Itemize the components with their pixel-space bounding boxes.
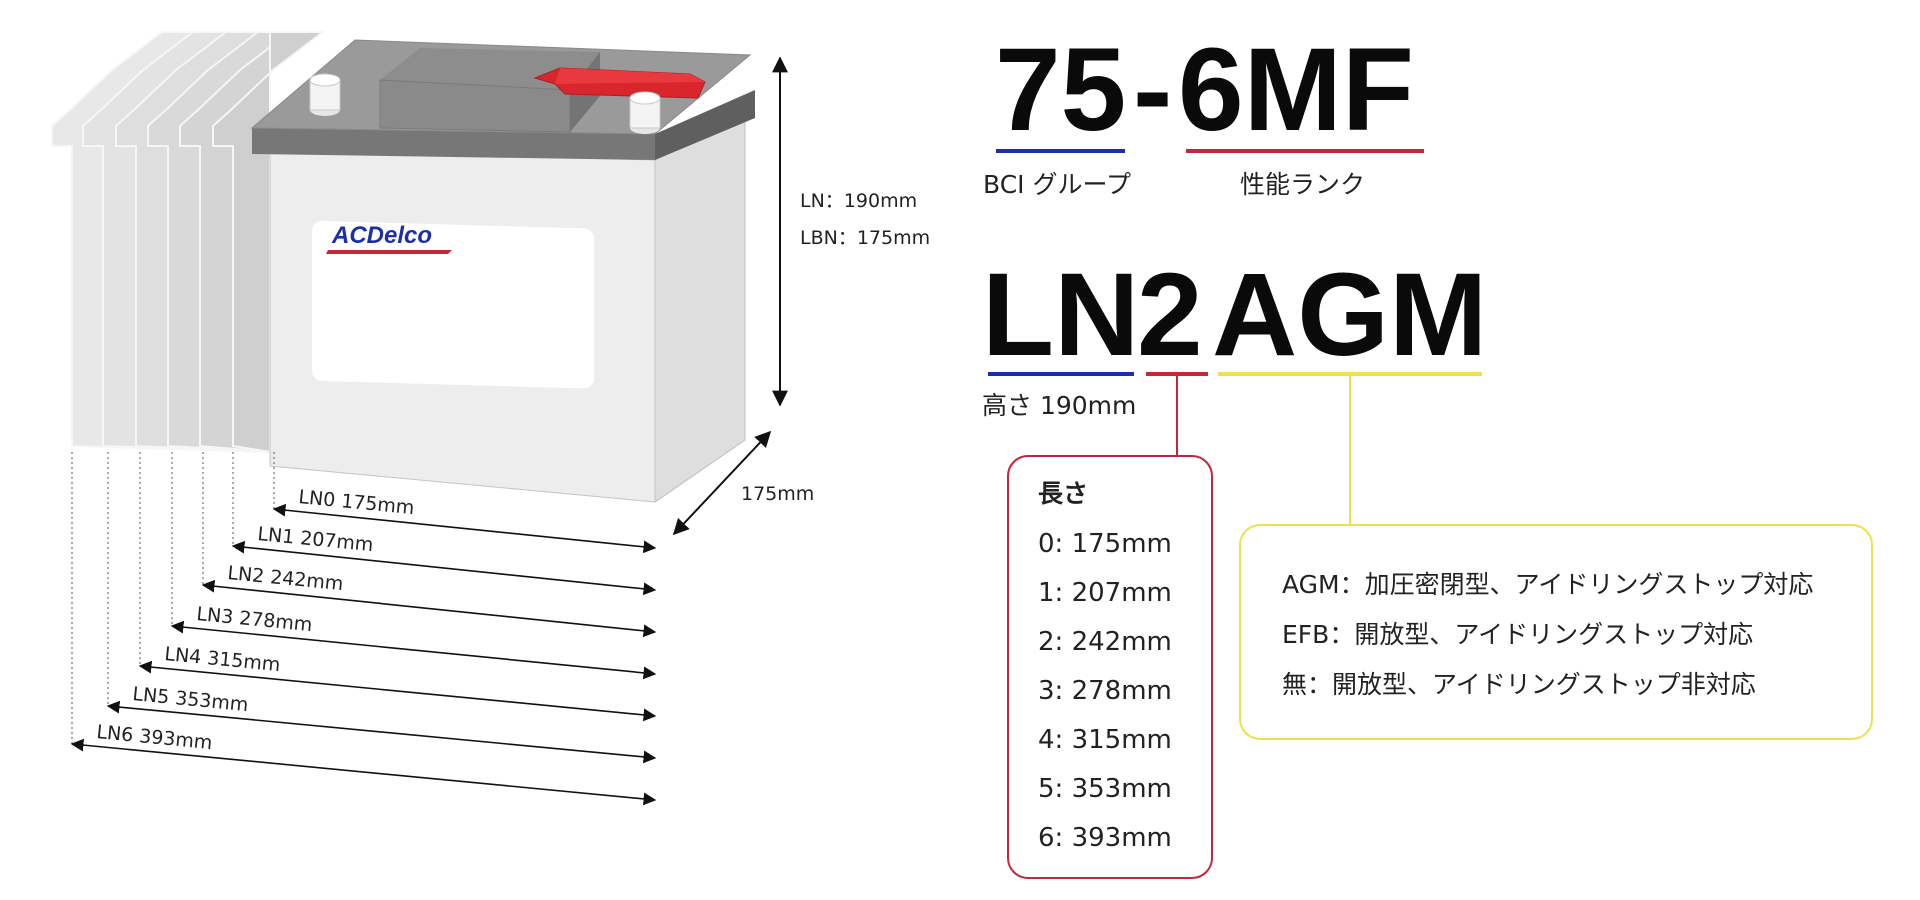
width-label: 175mm xyxy=(741,483,814,505)
height-label-lbn: LBN：175mm xyxy=(800,227,930,249)
type-box xyxy=(1239,524,1873,740)
bci-group-label: BCI グループ xyxy=(983,170,1131,199)
code-ln2agm: LN 2 AGM 高さ 190mm 長さ 0: 175mm 1: 207mm 2: … xyxy=(982,249,1873,879)
length-arrow xyxy=(70,738,657,806)
length-item: 0: 175mm xyxy=(1038,529,1172,559)
length-box xyxy=(1007,455,1213,879)
performance-rank-label: 性能ランク xyxy=(1240,170,1365,199)
length-item: 3: 278mm xyxy=(1038,676,1172,706)
type-item: 無：開放型、アイドリングストップ非対応 xyxy=(1282,670,1756,699)
code1-underline-red xyxy=(1186,149,1424,153)
code1-underline-blue xyxy=(996,149,1125,153)
length-item: 1: 207mm xyxy=(1038,578,1172,608)
length-label-ln3: LN3 278mm xyxy=(196,603,314,636)
length-label-ln4: LN4 315mm xyxy=(164,643,282,676)
code-75-6mf: 75 - 6MF BCI グループ 性能ランク xyxy=(983,24,1424,199)
length-label-ln6: LN6 393mm xyxy=(96,721,214,754)
type-box-items: AGM：加圧密閉型、アイドリングストップ対応 EFB：開放型、アイドリングストップ… xyxy=(1282,570,1813,699)
code2-part-agm: AGM xyxy=(1212,249,1487,381)
code2-part-2: 2 xyxy=(1137,249,1203,381)
length-label-ln2: LN2 242mm xyxy=(227,562,345,595)
code2-underline-yellow xyxy=(1218,372,1482,376)
height-label-ln: LN：190mm xyxy=(800,190,917,212)
length-label-ln0: LN0 175mm xyxy=(298,486,416,519)
code2-part-ln: LN xyxy=(982,249,1139,381)
acdelco-logo: ACDelco xyxy=(326,222,452,254)
length-box-title: 長さ xyxy=(1038,479,1088,508)
length-item: 6: 393mm xyxy=(1038,823,1172,853)
length-item: 5: 353mm xyxy=(1038,774,1172,804)
type-item: EFB：開放型、アイドリングストップ対応 xyxy=(1282,620,1753,649)
ghost-battery-silhouettes xyxy=(51,31,326,454)
code2-underline-red xyxy=(1146,372,1208,376)
length-item: 4: 315mm xyxy=(1038,725,1172,755)
type-item: AGM：加圧密閉型、アイドリングストップ対応 xyxy=(1282,570,1813,599)
height-190-label: 高さ 190mm xyxy=(982,391,1136,420)
code1-part2: 6MF xyxy=(1178,24,1414,156)
length-box-items: 0: 175mm 1: 207mm 2: 242mm 3: 278mm 4: 315mm… xyxy=(1038,529,1172,853)
code1-part1: 75 xyxy=(995,24,1126,156)
width-arrow xyxy=(672,430,772,536)
code1-dash: - xyxy=(1133,24,1172,156)
battery-illustration: ACDelco xyxy=(250,39,755,503)
code2-underline-blue xyxy=(988,372,1134,376)
length-item: 2: 242mm xyxy=(1038,627,1172,657)
length-label-ln1: LN1 207mm xyxy=(257,523,375,556)
svg-text:ACDelco: ACDelco xyxy=(331,222,432,249)
length-label-ln5: LN5 353mm xyxy=(132,683,250,716)
